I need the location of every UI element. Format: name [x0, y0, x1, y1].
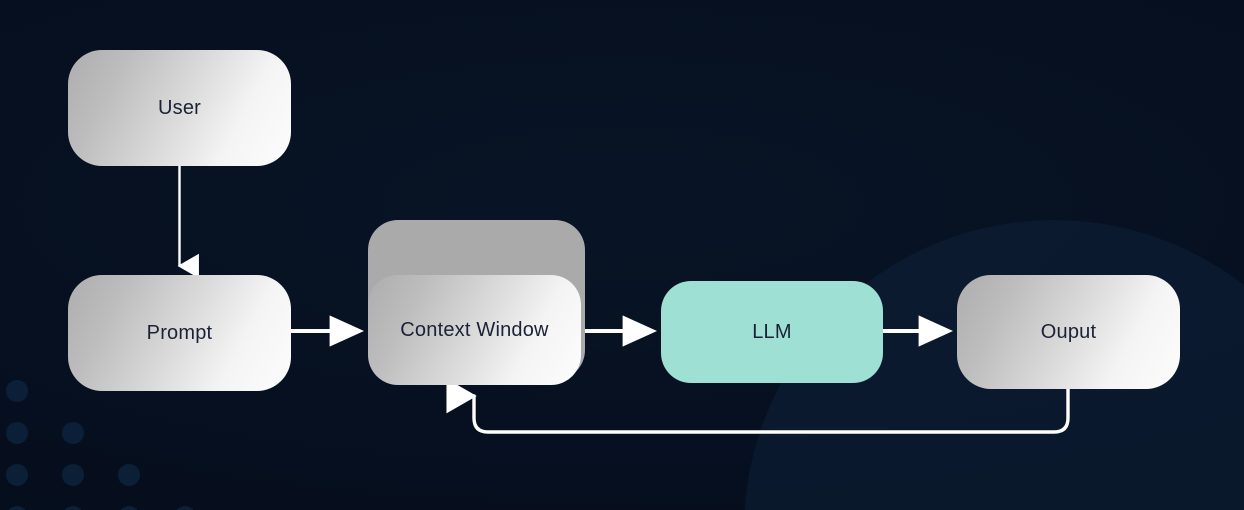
node-output-label: Ouput [1040, 320, 1097, 343]
node-llm[interactable]: LLM [661, 281, 883, 383]
node-user[interactable]: User [68, 50, 291, 166]
edge-output-to-context-feedback [446, 378, 1070, 434]
node-output[interactable]: Ouput [957, 275, 1180, 389]
node-user-label: User [157, 96, 202, 119]
background-dot-grid [0, 370, 196, 510]
node-context-window-label: Context Window [400, 318, 549, 341]
node-prompt-label: Prompt [146, 321, 213, 344]
node-llm-label: LLM [752, 320, 792, 343]
node-context-window[interactable]: Context Window [368, 275, 581, 385]
node-prompt[interactable]: Prompt [68, 275, 291, 391]
